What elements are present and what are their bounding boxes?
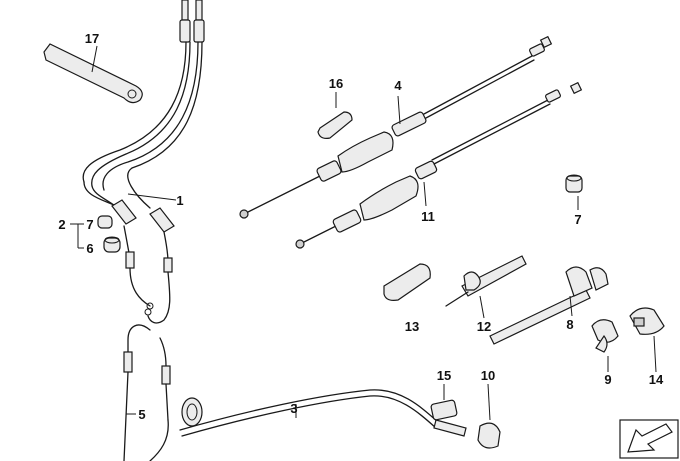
label-12: 12 xyxy=(477,319,491,334)
part-6-grommet xyxy=(103,236,121,253)
part-12-cable-clip xyxy=(445,255,527,319)
label-14: 14 xyxy=(649,372,664,387)
part-7-grommet-right xyxy=(565,174,583,193)
part-1-cable-assembly xyxy=(82,0,205,324)
label-16: 16 xyxy=(329,76,343,91)
part-2-bracket-group xyxy=(70,223,84,249)
label-10: 10 xyxy=(481,368,495,383)
part-11-cable xyxy=(295,81,583,249)
label-5: 5 xyxy=(138,407,145,422)
label-4: 4 xyxy=(394,78,402,93)
label-7-left: 7 xyxy=(86,217,93,232)
part-9-clip xyxy=(591,319,619,353)
part-4-cable xyxy=(239,35,553,219)
label-1: 1 xyxy=(176,193,183,208)
label-7-right: 7 xyxy=(574,212,581,227)
part-8-cable-tie xyxy=(489,266,609,345)
part-3-cable-long xyxy=(179,389,467,437)
label-2: 2 xyxy=(58,217,65,232)
label-17: 17 xyxy=(85,31,99,46)
part-17-bracket xyxy=(43,43,143,104)
label-9: 9 xyxy=(604,372,611,387)
label-13: 13 xyxy=(405,319,419,334)
part-13-sleeve xyxy=(383,263,431,301)
part-14-clip xyxy=(629,307,665,335)
label-8: 8 xyxy=(566,317,573,332)
label-6: 6 xyxy=(86,241,93,256)
part-16-sleeve xyxy=(317,111,353,139)
part-5-cable-lower xyxy=(123,324,203,461)
label-15: 15 xyxy=(437,368,451,383)
label-3: 3 xyxy=(290,401,297,416)
part-10-grommet xyxy=(477,422,501,449)
part-7-grommet-left xyxy=(97,215,113,229)
part-15-sleeve xyxy=(430,399,458,421)
arrow-down-left-icon xyxy=(619,419,679,459)
label-11: 11 xyxy=(421,209,435,224)
